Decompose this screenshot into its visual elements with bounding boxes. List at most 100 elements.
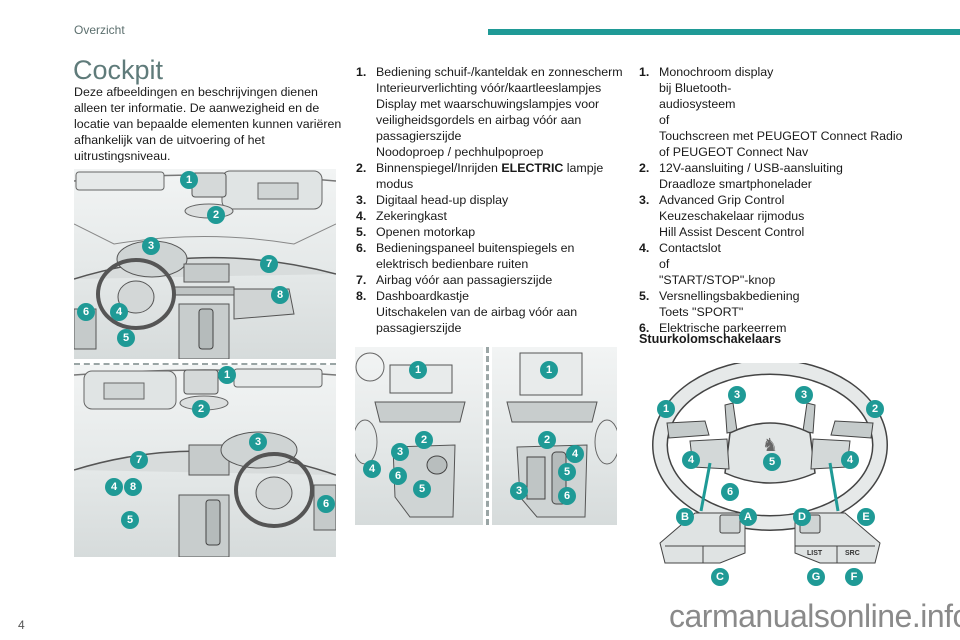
item-text: Bediening schuif-/kanteldak en zonnesche… [376,65,623,79]
item-number: 3. [356,193,367,207]
page-title: Cockpit [73,55,164,85]
callout-badge: 4 [841,451,859,469]
item-number: 2. [639,161,650,175]
cockpit-rhd-drawing [74,368,336,557]
callout-badge: F [845,568,863,586]
callout-badge: 4 [110,303,128,321]
item-text: Elektrische parkeerrem [659,321,787,335]
legend-item: 3. Advanced Grip Control Keuzeschakelaar… [639,192,909,240]
item-number: 4. [356,209,367,223]
callout-badge: 3 [510,482,528,500]
item-number: 7. [356,273,367,287]
legend-item: 2. Binnenspiegel/Inrijden ELECTRIC lampj… [356,160,624,192]
item-number: 5. [639,289,650,303]
cockpit-legend-list: 1. Bediening schuif-/kanteldak en zonnes… [356,64,624,336]
console-left-illustration: 1 2 3 4 6 5 [355,347,483,525]
console-right-illustration: 1 2 4 5 3 6 [492,347,617,525]
callout-badge: 3 [249,433,267,451]
steering-wheel-illustration: ♞ 1 2 3 3 4 4 5 6 B A D E C G F LIST SRC [645,359,895,588]
item-text: Contactslot [659,241,721,255]
svg-text:♞: ♞ [762,435,778,456]
item-number: 6. [356,241,367,255]
callout-badge: 4 [682,451,700,469]
callout-badge: 6 [77,303,95,321]
item-text: Openen motorkap [376,225,476,239]
callout-badge: B [676,508,694,526]
cockpit-lhd-illustration: 1 2 3 7 8 6 4 5 [74,169,336,359]
callout-badge: 1 [657,400,675,418]
item-text: Toets "SPORT" [659,305,744,319]
legend-item: 7. Airbag vóór aan passagierszijde [356,272,624,288]
legend-item: 8. Dashboardkastje Uitschakelen van de a… [356,288,624,336]
legend-item: 1. Bediening schuif-/kanteldak en zonnes… [356,64,624,160]
callout-badge: 4 [566,445,584,463]
item-text: Draadloze smartphonelader [659,177,812,191]
page-number: 4 [18,618,25,632]
legend-item: 3. Digitaal head-up display [356,192,624,208]
item-text: Hill Assist Descent Control [659,225,805,239]
item-text: Touchscreen met PEUGEOT Connect Radio of… [659,129,903,159]
steering-heading: Stuurkolomschakelaars [639,332,782,346]
callout-badge: 2 [415,431,433,449]
item-text: Uitschakelen van de airbag vóór aan pass… [376,305,578,335]
callout-badge: 2 [538,431,556,449]
callout-badge: C [711,568,729,586]
section-label: Overzicht [74,23,125,37]
item-number: 2. [356,161,367,175]
callout-badge: 7 [260,255,278,273]
item-text-bold: ELECTRIC [501,161,564,175]
item-number: 3. [639,193,650,207]
cockpit-rhd-illustration: 1 2 3 7 4 8 6 5 [74,365,336,557]
callout-badge: 5 [763,453,781,471]
callout-badge: 5 [121,511,139,529]
header-rule [488,29,960,35]
callout-badge: 6 [317,495,335,513]
callout-badge: 1 [409,361,427,379]
item-number: 1. [639,65,650,79]
console-legend-list: 1. Monochroom display bij Bluetooth-audi… [639,64,909,336]
callout-badge: 8 [124,478,142,496]
callout-badge: 1 [180,171,198,189]
item-text: Zekeringkast [376,209,447,223]
item-text: Versnellingsbakbediening [659,289,800,303]
item-text: Binnenspiegel/Inrijden ELECTRIC lampje m… [376,160,624,192]
item-text: Dashboardkastje [376,289,469,303]
item-text: Noodoproep / pechhulpoproep [376,145,544,159]
callout-badge: 1 [218,366,236,384]
item-text: Monochroom display bij Bluetooth-audiosy… [659,65,774,111]
item-text: "START/STOP"-knop [659,273,776,287]
callout-badge: 5 [117,329,135,347]
legend-item: 4. Contactslot of "START/STOP"-knop [639,240,909,288]
item-text: Digitaal head-up display [376,193,509,207]
callout-badge: 3 [391,443,409,461]
src-button-label: SRC [845,550,860,557]
legend-item: 1. Monochroom display bij Bluetooth-audi… [639,64,909,160]
item-text: 12V-aansluiting / USB-aansluiting [659,161,843,175]
callout-badge: 8 [271,286,289,304]
callout-badge: E [857,508,875,526]
callout-badge: G [807,568,825,586]
callout-badge: 2 [192,400,210,418]
callout-badge: 6 [721,483,739,501]
item-text: Display met waarschuwingslampjes voor ve… [376,97,600,143]
item-text: Advanced Grip Control [659,193,785,207]
callout-badge: 2 [207,206,225,224]
legend-item: 6. Bedieningspaneel buitenspiegels en el… [356,240,624,272]
legend-item: 5. Openen motorkap [356,224,624,240]
legend-item: 2. 12V-aansluiting / USB-aansluiting Dra… [639,160,909,192]
list-button-label: LIST [807,550,823,557]
item-number: 8. [356,289,367,303]
callout-badge: 2 [866,400,884,418]
item-number: 5. [356,225,367,239]
callout-badge: 3 [728,386,746,404]
cockpit-lhd-drawing [74,170,336,359]
callout-badge: 1 [540,361,558,379]
intro-paragraph: Deze afbeeldingen en beschrijvingen dien… [74,85,342,163]
legend-item: 4. Zekeringkast [356,208,624,224]
item-text: Airbag vóór aan passagierszijde [376,273,553,287]
callout-badge: 6 [389,467,407,485]
callout-badge: 4 [105,478,123,496]
callout-badge: D [793,508,811,526]
legend-item: 5. Versnellingsbakbediening Toets "SPORT… [639,288,909,320]
item-text: Interieurverlichting vóór/kaartleeslampj… [376,81,602,95]
